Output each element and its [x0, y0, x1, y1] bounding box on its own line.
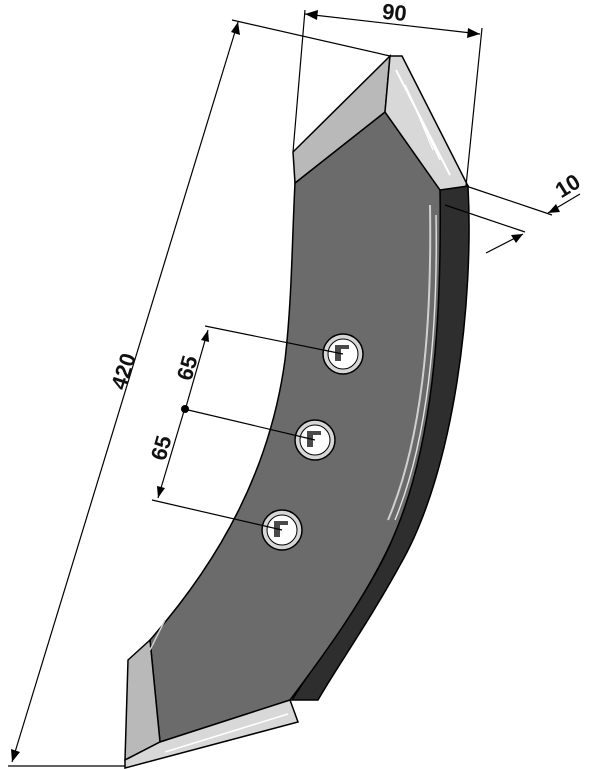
arrowheads — [11, 10, 560, 762]
arrowhead — [157, 486, 165, 498]
dim-length-extension-top — [231, 19, 391, 57]
dim-width-extension-right — [465, 27, 483, 187]
dim-label-hole-spacing-upper: 65 — [172, 353, 203, 383]
face-highlight — [387, 204, 432, 521]
bevel-highlight — [404, 84, 441, 161]
dim-hole-extension-lower — [151, 499, 283, 531]
dim-thickness-extension-1 — [465, 185, 553, 216]
dimension-lines — [8, 9, 581, 767]
dim-label-thickness: 10 — [551, 169, 585, 203]
arrowhead — [201, 330, 209, 342]
arrowhead — [305, 10, 318, 20]
bevel-highlight — [149, 619, 166, 651]
blade-face — [149, 110, 441, 743]
dim-hole-extension-middle — [183, 408, 316, 441]
dim-hole-spacing-upper-line — [185, 329, 209, 408]
arrowhead — [467, 28, 480, 38]
dim-label-length: 420 — [106, 350, 141, 393]
bevel-highlight — [164, 713, 289, 753]
dim-width-extension-left — [292, 9, 306, 153]
dim-label-width: 90 — [381, 0, 408, 26]
face-highlight — [394, 214, 437, 521]
arrowhead — [511, 234, 523, 243]
bevel-highlight — [411, 99, 434, 151]
dim-width-line — [304, 13, 481, 35]
arrowhead — [231, 22, 240, 35]
dim-hole-extension-upper — [204, 325, 344, 355]
dim-length-line — [11, 21, 239, 763]
dim-label-hole-spacing-lower: 65 — [146, 433, 177, 463]
dim-hole-spacing-lower-line — [157, 410, 185, 499]
arrowhead — [548, 204, 560, 213]
dimension-dot — [181, 405, 189, 413]
dim-thickness-extension-2 — [444, 204, 526, 233]
blade — [124, 54, 470, 769]
arrowhead — [11, 749, 20, 762]
